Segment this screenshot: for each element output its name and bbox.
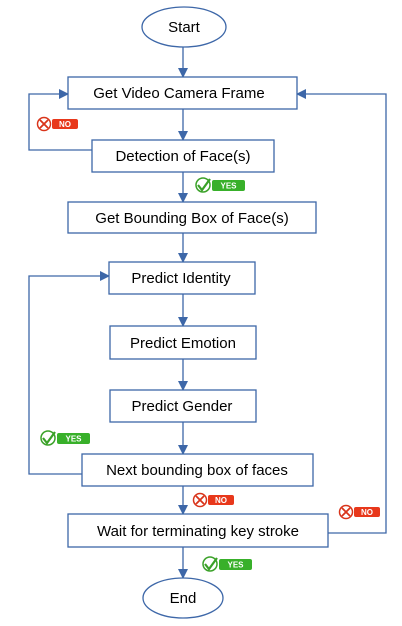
node-start: Start xyxy=(141,6,227,48)
node-detect-face-label: Detection of Face(s) xyxy=(115,148,250,165)
node-detect-face-shape xyxy=(91,139,275,173)
node-wait-key-label: Wait for terminating key stroke xyxy=(97,523,299,540)
node-get-frame: Get Video Camera Frame xyxy=(67,76,298,110)
node-predict-emotion-shape xyxy=(109,325,257,360)
badge-yes-detect-label: YES xyxy=(220,182,237,191)
check-icon-mark xyxy=(42,431,56,445)
badge-yes-wait-label: YES xyxy=(227,561,244,570)
node-get-bbox: Get Bounding Box of Face(s) xyxy=(67,201,317,234)
node-next-bbox: Next bounding box of faces xyxy=(81,453,314,487)
badge-yes-next-label: YES xyxy=(65,435,82,444)
badge-no-next: NO xyxy=(192,492,234,508)
node-predict-gender: Predict Gender xyxy=(109,389,257,423)
node-next-bbox-shape xyxy=(81,453,314,487)
connectors xyxy=(28,47,387,579)
badge-no-next-tag xyxy=(208,495,234,505)
edge-detect-no-loop xyxy=(28,89,92,151)
badge-yes-detect: YES xyxy=(195,177,245,193)
edge-next-yes-loop xyxy=(28,271,110,475)
node-start-label: Start xyxy=(168,19,201,36)
node-get-frame-shape xyxy=(67,76,298,110)
node-next-bbox-label: Next bounding box of faces xyxy=(106,462,288,479)
node-predict-identity-label: Predict Identity xyxy=(131,270,231,287)
node-predict-gender-label: Predict Gender xyxy=(132,398,233,415)
node-predict-emotion-label: Predict Emotion xyxy=(130,335,236,352)
check-icon-mark xyxy=(204,557,218,571)
badge-no-next-label: NO xyxy=(215,496,227,505)
badge-no-detect-tag xyxy=(52,119,78,129)
node-predict-identity-shape xyxy=(108,261,256,295)
node-wait-key-shape xyxy=(67,513,329,548)
cross-icon-mark xyxy=(39,119,49,129)
node-end: End xyxy=(142,577,224,619)
node-get-frame-label: Get Video Camera Frame xyxy=(93,85,264,102)
node-wait-key: Wait for terminating key stroke xyxy=(67,513,329,548)
badge-no-wait: NO xyxy=(338,504,380,520)
badge-yes-wait: YES xyxy=(202,556,252,572)
node-get-bbox-shape xyxy=(67,201,317,234)
badge-yes-next-tag xyxy=(57,433,90,444)
node-end-shape xyxy=(142,577,224,619)
badge-no-wait-tag xyxy=(354,507,380,517)
cross-icon-mark xyxy=(341,507,351,517)
badge-yes-next: YES xyxy=(40,430,90,446)
node-predict-identity: Predict Identity xyxy=(108,261,256,295)
badge-yes-wait-tag xyxy=(219,559,252,570)
node-predict-gender-shape xyxy=(109,389,257,423)
badge-no-wait-label: NO xyxy=(361,508,373,517)
badge-no-detect: NO xyxy=(36,116,78,132)
node-get-bbox-label: Get Bounding Box of Face(s) xyxy=(95,210,288,227)
node-detect-face: Detection of Face(s) xyxy=(91,139,275,173)
badge-no-detect-label: NO xyxy=(59,120,71,129)
badge-yes-detect-tag xyxy=(212,180,245,191)
node-end-label: End xyxy=(170,590,197,607)
cross-icon-mark xyxy=(195,495,205,505)
node-predict-emotion: Predict Emotion xyxy=(109,325,257,360)
check-icon-mark xyxy=(197,178,211,192)
edge-wait-no-loop xyxy=(296,89,387,534)
node-start-shape xyxy=(141,6,227,48)
